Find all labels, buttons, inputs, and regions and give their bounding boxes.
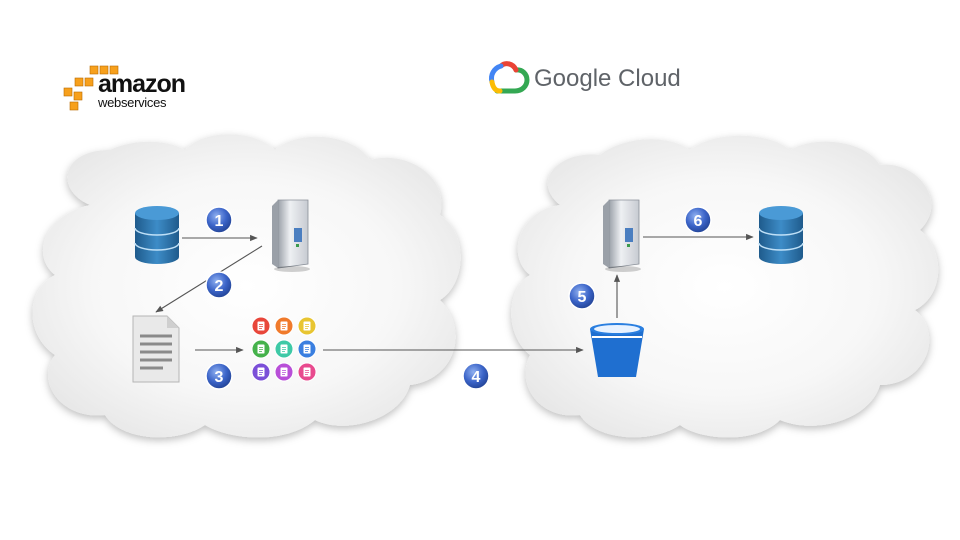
file-grid-item [251,316,271,336]
flow-arrows [155,233,754,354]
file-grid-item [297,339,317,359]
aws-logo-subword: webservices [98,95,167,110]
step-badge-1: 1 [205,206,233,234]
google-cloud-logo-word: Google Cloud [534,65,681,92]
google-cloud-icon [489,61,530,94]
step-number: 3 [215,369,224,386]
step-badge-4: 4 [462,362,490,390]
step-badge-6: 6 [684,206,712,234]
step-number: 2 [215,278,224,295]
bucket-icon [590,323,644,377]
file-grid-item [251,339,271,359]
step-badge-3: 3 [205,362,233,390]
file-grid-item [251,362,271,382]
file-grid-item [274,316,294,336]
gcp-server-icon [603,199,641,272]
aws-server-icon [272,199,310,272]
step-badge-5: 5 [568,282,596,310]
step-number: 1 [215,213,224,230]
file-grid-item [297,316,317,336]
aws-logo-word: amazon [98,70,186,98]
aws-cloud [32,134,461,438]
aws-database-icon [134,206,180,264]
file-grid-icon [251,316,317,382]
gcp-database-icon [758,206,804,264]
file-grid-item [274,339,294,359]
google-cloud-logo: Google Cloud [488,62,688,98]
step-number: 6 [694,213,703,230]
aws-logo: amazon webservices [62,64,192,114]
file-grid-item [274,362,294,382]
file-grid-item [297,362,317,382]
step-badge-2: 2 [205,271,233,299]
document-icon [132,315,180,383]
step-number: 5 [578,289,587,306]
step-number: 4 [472,369,481,386]
aws-logo-cubes [63,65,119,111]
